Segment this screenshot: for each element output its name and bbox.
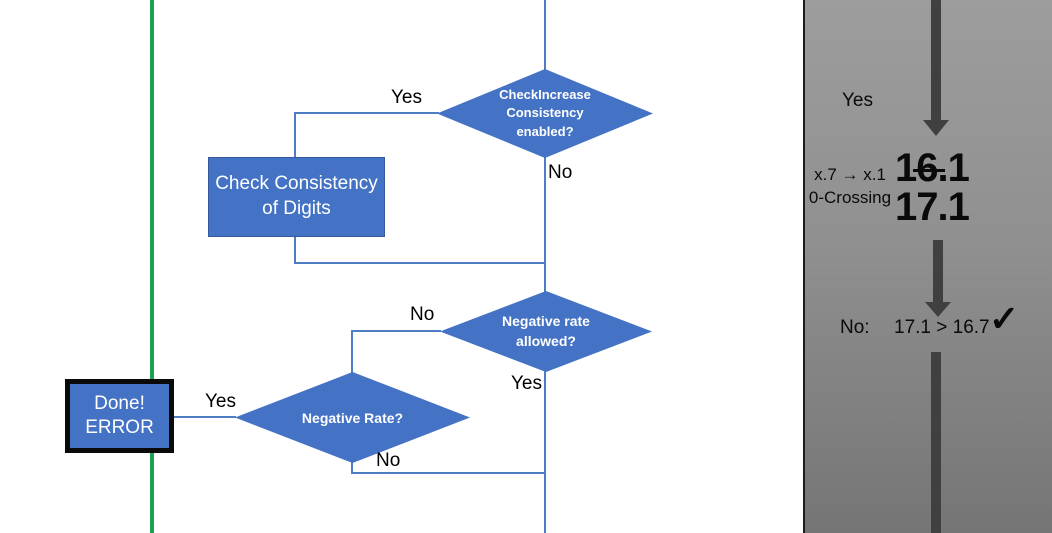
down-arrow-head-icon: [923, 120, 949, 136]
side-annotation-panel: Yes x.7 → x.1 0-Crossing 16.1 17.1 No: 1…: [803, 0, 1052, 533]
checkmark-icon: ✓: [989, 298, 1020, 339]
terminator-done-error: Done! ERROR: [65, 379, 174, 453]
connector-process-down: [294, 235, 296, 264]
connector-no-down: [351, 330, 353, 373]
connector-yes-down: [294, 112, 296, 158]
connector-no3-right: [351, 472, 546, 474]
panel-yes-label: Yes: [842, 90, 873, 111]
connector-process-right: [294, 262, 546, 264]
process-check-consistency-of-digits: Check Consistency of Digits: [208, 157, 385, 237]
decision-negative-rate: Negative Rate?: [235, 372, 470, 463]
struck-digit: 6: [916, 146, 938, 190]
value-correction: 16.1 17.1: [895, 146, 970, 229]
panel-result-label: No:: [840, 317, 870, 338]
new-value: 17.1: [895, 185, 970, 229]
green-divider-line: [150, 0, 154, 533]
label-no-decision2: No: [410, 304, 435, 325]
down-arrow-icon: [933, 240, 943, 302]
panel-comparison: 17.1 > 16.7: [894, 317, 990, 338]
down-arrow-head-icon: [925, 302, 951, 317]
rule-line-1: x.7 → x.1: [814, 165, 886, 184]
label-yes-decision1: Yes: [391, 87, 422, 108]
connector-no3-down: [351, 461, 353, 474]
old-value: 16.1: [895, 146, 970, 190]
label-yes-decision3: Yes: [205, 391, 236, 412]
connector-yes-to-done: [172, 416, 236, 418]
connector-no-horizontal: [351, 330, 441, 332]
decision-negative-rate-allowed: Negative rate allowed?: [440, 291, 652, 372]
label-no-decision1: No: [548, 162, 573, 183]
decision-check-increase-consistency: CheckIncrease Consistency enabled?: [437, 69, 653, 158]
rule-line-2: 0-Crossing: [808, 188, 892, 207]
down-arrow-icon: [931, 0, 941, 120]
label-yes-decision2: Yes: [511, 373, 542, 394]
label-no-decision3: No: [376, 450, 401, 471]
zero-crossing-rule: x.7 → x.1 0-Crossing: [805, 163, 895, 209]
down-arrow-icon: [931, 352, 941, 533]
connector-yes-horizontal: [294, 112, 439, 114]
connector-main-vertical: [544, 0, 546, 533]
